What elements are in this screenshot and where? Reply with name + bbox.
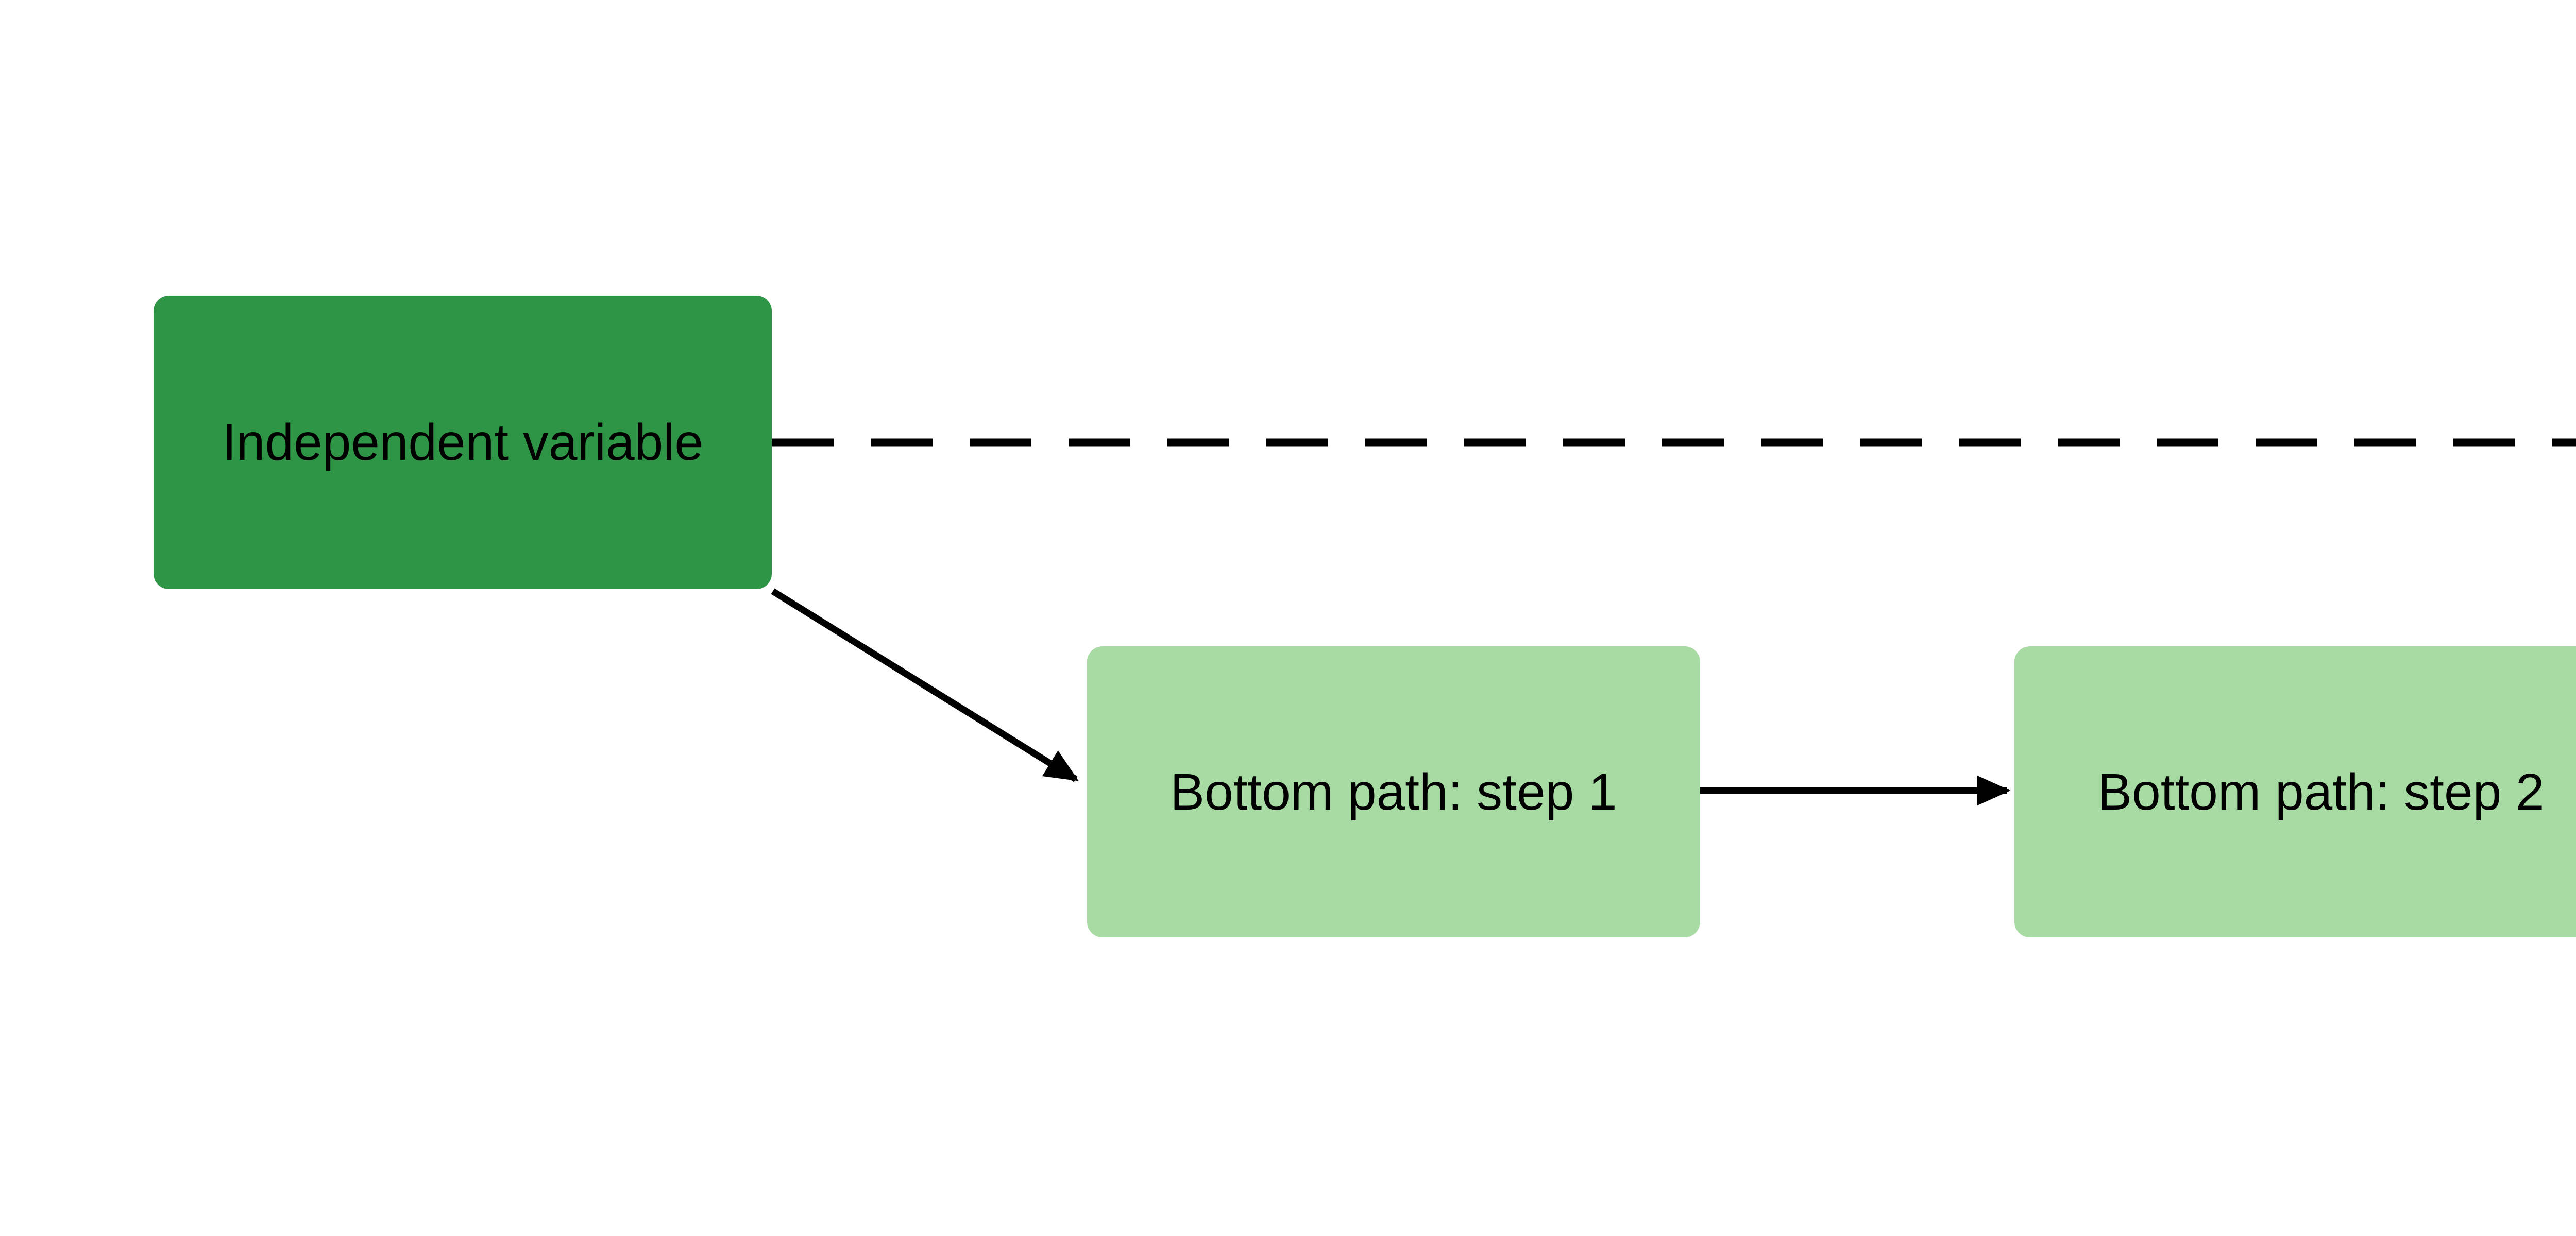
node-bottom-path-step-1: Bottom path: step 1 xyxy=(1087,646,1700,937)
node-label-bottom-path-step-1: Bottom path: step 1 xyxy=(1170,763,1617,821)
node-bottom-path-step-2: Bottom path: step 2 xyxy=(2014,646,2576,937)
node-label-bottom-path-step-2: Bottom path: step 2 xyxy=(2097,763,2545,821)
node-label-independent-variable: Independent variable xyxy=(222,414,704,471)
node-independent-variable: Independent variable xyxy=(154,296,772,589)
edge-independent-to-step1 xyxy=(771,588,1079,782)
